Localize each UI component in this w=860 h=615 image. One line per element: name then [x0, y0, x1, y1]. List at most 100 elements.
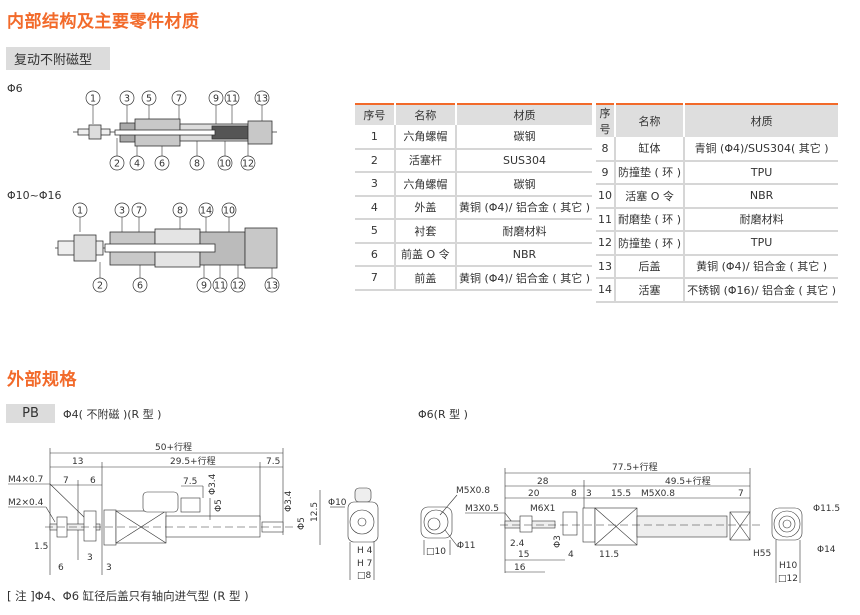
part-name: 缸体	[615, 137, 686, 162]
part-callout: 7	[171, 90, 187, 124]
part-callout: 11	[224, 90, 240, 124]
callout-number: 12	[232, 281, 244, 292]
part-callout: 4	[129, 138, 145, 171]
callout-number: 4	[134, 159, 140, 170]
callout-number: 13	[256, 94, 268, 105]
part-number: 8	[596, 137, 616, 162]
phi4-title: Φ4( 不附磁 )(R 型 )	[63, 408, 162, 421]
callout-number: 10	[219, 159, 231, 170]
dim-label: 7	[63, 476, 69, 486]
dim-label: 12.5	[310, 502, 320, 522]
part-callout: 3	[119, 90, 135, 124]
part-name: 耐磨垫 ( 环 )	[615, 207, 686, 232]
part-material: 黄铜 (Φ4)/ 铝合金 ( 其它 )	[455, 266, 592, 291]
part-material: NBR	[455, 242, 592, 267]
callout-number: 8	[177, 206, 183, 217]
callout-number: 12	[242, 159, 254, 170]
part-callout: 12	[240, 138, 256, 171]
callout-number: 3	[124, 94, 130, 105]
part-material: 耐磨材料	[684, 207, 839, 232]
part-number: 5	[355, 219, 396, 244]
dim-label: 3	[586, 489, 592, 499]
phi6-title: Φ6(R 型 )	[418, 408, 468, 421]
footnote: [ 注 ]Φ4、Φ6 缸径后盖只有轴向进气型 (R 型 )	[7, 589, 249, 603]
part-callout: 9	[196, 262, 212, 293]
dim-label: □8	[357, 571, 372, 581]
part-name: 六角螺帽	[394, 172, 457, 197]
dim-label: 11.5	[599, 550, 619, 560]
part-name: 活塞	[615, 278, 686, 303]
dim-label: 28	[537, 477, 549, 487]
part-callout: 7	[131, 202, 147, 232]
part-callout: 1	[72, 202, 88, 232]
dim-label: H 4	[357, 546, 373, 556]
callout-number: 7	[136, 206, 142, 217]
dim-label: H10	[779, 561, 797, 571]
thread-label: M6X1	[530, 504, 555, 514]
dim-label: H55	[753, 549, 771, 559]
callout-number: 14	[200, 206, 212, 217]
dim-label: 1.5	[34, 542, 48, 552]
callout-number: 8	[194, 159, 200, 170]
phi6-label: Φ6	[7, 82, 23, 95]
part-material: SUS304	[455, 148, 592, 173]
phi6-cylinder-section	[73, 118, 280, 147]
part-name: 防撞垫 ( 环 )	[615, 231, 686, 256]
col-header: 序号	[355, 104, 396, 125]
callout-number: 7	[176, 94, 182, 105]
dim-label: 3	[87, 553, 93, 563]
dim-label: 4	[568, 550, 574, 560]
part-callout: 5	[141, 90, 157, 124]
part-number: 7	[355, 266, 396, 291]
dim-label: 20	[528, 489, 540, 499]
dim-label: 16	[514, 563, 526, 573]
callout-number: 3	[119, 206, 125, 217]
callout-number: 2	[114, 159, 120, 170]
col-header: 材质	[684, 104, 839, 137]
part-number: 11	[596, 207, 616, 232]
dim-label: H 7	[357, 559, 372, 569]
col-header: 材质	[455, 104, 592, 125]
part-number: 4	[355, 195, 396, 220]
phi6-dimension-drawing	[420, 468, 803, 583]
part-callout: 10	[221, 202, 237, 232]
callout-number: 2	[97, 281, 103, 292]
callout-number: 9	[201, 281, 207, 292]
part-callout: 9	[208, 90, 224, 124]
dim-label: 77.5+行程	[612, 461, 658, 473]
phi10-cylinder-section	[55, 227, 280, 269]
part-callout: 2	[92, 262, 108, 293]
part-material: 耐磨材料	[455, 219, 592, 244]
part-name: 活塞 O 令	[615, 184, 686, 209]
dim-label: Φ5	[214, 499, 224, 512]
dim-label: Φ3	[553, 535, 563, 548]
part-number: 14	[596, 278, 616, 303]
part-material: NBR	[684, 184, 839, 209]
part-material: 不锈钢 (Φ16)/ 铝合金 ( 其它 )	[684, 278, 839, 303]
dim-label: Φ3.4	[284, 490, 294, 512]
dim-label: Φ10	[328, 498, 347, 508]
dim-label: 15.5	[611, 489, 631, 499]
callout-number: 13	[266, 281, 278, 292]
thread-label: M3X0.5	[465, 504, 499, 514]
part-number: 10	[596, 184, 616, 209]
part-callout: 2	[109, 138, 125, 171]
part-callout: 10	[217, 138, 233, 171]
dim-label: 8	[571, 489, 577, 499]
col-header: 序号	[596, 104, 616, 137]
part-material: 碳钢	[455, 172, 592, 197]
dim-label: 29.5+行程	[170, 455, 216, 467]
